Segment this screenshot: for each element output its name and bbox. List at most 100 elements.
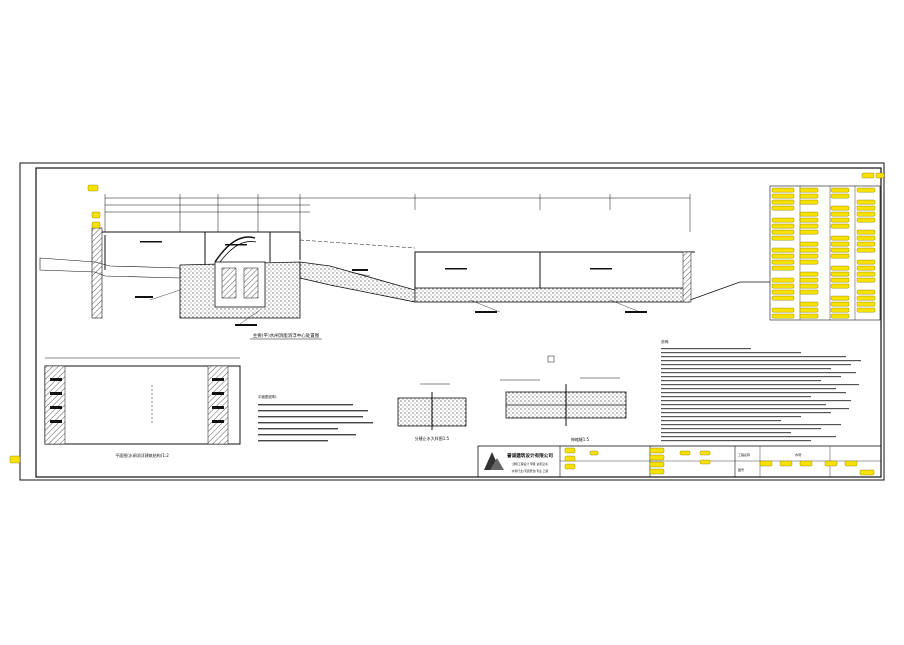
annotation-marker[interactable] [799,223,819,229]
annotation-marker[interactable] [771,187,795,193]
annotation-marker[interactable] [830,217,850,223]
annotation-marker[interactable] [799,247,819,253]
annotation-marker[interactable] [771,235,795,241]
annotation-marker[interactable] [856,259,876,265]
annotation-marker[interactable] [856,277,876,283]
annotation-marker[interactable] [856,235,876,241]
annotation-marker[interactable] [799,307,819,313]
annotation-marker[interactable] [799,187,819,193]
annotation-marker[interactable] [91,211,101,219]
annotation-marker[interactable] [564,463,576,470]
annotation-marker[interactable] [830,193,850,199]
annotation-marker[interactable] [856,301,876,307]
annotation-marker[interactable] [799,259,819,265]
annotation-marker[interactable] [771,247,795,253]
annotation-marker[interactable] [856,205,876,211]
annotation-marker[interactable] [649,454,665,461]
annotation-marker[interactable] [830,277,850,283]
annotation-marker[interactable] [649,447,665,454]
annotation-marker[interactable] [830,205,850,211]
annotation-marker[interactable] [9,455,21,464]
annotation-marker[interactable] [830,223,850,229]
annotation-marker[interactable] [799,283,819,289]
annotation-marker[interactable] [856,241,876,247]
note-line [661,388,836,390]
annotation-marker[interactable] [830,271,850,277]
annotation-marker[interactable] [830,265,850,271]
annotation-marker[interactable] [856,307,876,313]
annotation-marker[interactable] [799,301,819,307]
annotation-marker[interactable] [844,460,858,467]
annotation-marker[interactable] [799,289,819,295]
annotation-marker[interactable] [830,187,850,193]
annotation-marker[interactable] [856,289,876,295]
annotation-marker[interactable] [779,460,793,467]
annotation-marker[interactable] [649,468,665,475]
detail-expansion-joint [500,355,627,426]
annotation-marker[interactable] [771,259,795,265]
company-qualification: 建筑工程设计 甲级 资质证书 [512,462,548,466]
annotation-marker[interactable] [799,241,819,247]
annotation-marker[interactable] [771,283,795,289]
annotation-marker[interactable] [830,253,850,259]
annotation-marker[interactable] [799,460,813,467]
annotation-marker[interactable] [771,277,795,283]
annotation-marker[interactable] [771,193,795,199]
annotation-marker[interactable] [875,172,885,179]
annotation-marker[interactable] [771,205,795,211]
annotation-marker[interactable] [830,211,850,217]
annotation-marker[interactable] [830,313,850,319]
annotation-marker[interactable] [856,265,876,271]
title-block-discipline: 水利 [795,452,801,457]
annotation-marker[interactable] [699,459,711,465]
annotation-marker[interactable] [679,450,691,456]
annotation-marker[interactable] [771,223,795,229]
annotation-marker[interactable] [771,265,795,271]
annotation-marker[interactable] [861,172,875,179]
annotation-marker[interactable] [799,193,819,199]
annotation-marker[interactable] [699,450,711,456]
annotation-marker[interactable] [830,241,850,247]
annotation-marker[interactable] [649,461,665,468]
annotation-marker[interactable] [830,301,850,307]
annotation-marker[interactable] [824,460,838,467]
annotation-marker[interactable] [830,247,850,253]
annotation-marker[interactable] [564,447,576,454]
annotation-marker[interactable] [771,295,795,301]
annotation-marker[interactable] [87,184,99,192]
annotation-marker[interactable] [830,283,850,289]
annotation-marker[interactable] [799,277,819,283]
annotation-marker[interactable] [759,460,773,467]
annotation-marker[interactable] [799,217,819,223]
annotation-marker[interactable] [589,450,599,456]
annotation-marker[interactable] [799,229,819,235]
annotation-marker[interactable] [856,211,876,217]
annotation-marker[interactable] [830,307,850,313]
annotation-marker[interactable] [856,187,876,193]
annotation-marker[interactable] [771,229,795,235]
annotation-marker[interactable] [856,199,876,205]
annotation-marker[interactable] [856,229,876,235]
annotation-marker[interactable] [799,313,819,319]
annotation-marker[interactable] [799,211,819,217]
annotation-marker[interactable] [856,271,876,277]
annotation-marker[interactable] [859,469,875,476]
annotation-marker[interactable] [830,295,850,301]
annotation-marker[interactable] [771,289,795,295]
annotation-marker[interactable] [799,271,819,277]
annotation-marker[interactable] [91,221,101,229]
annotation-marker[interactable] [771,217,795,223]
notes-heading: 说明: [661,339,669,344]
annotation-markers-misc [9,172,885,476]
annotation-marker[interactable] [856,295,876,301]
annotation-marker[interactable] [771,199,795,205]
annotation-marker[interactable] [856,247,876,253]
annotation-marker[interactable] [799,199,819,205]
annotation-marker[interactable] [564,455,576,462]
annotation-marker[interactable] [771,307,795,313]
annotation-marker[interactable] [771,313,795,319]
annotation-marker[interactable] [799,253,819,259]
annotation-marker[interactable] [856,217,876,223]
annotation-marker[interactable] [830,235,850,241]
annotation-marker[interactable] [771,253,795,259]
